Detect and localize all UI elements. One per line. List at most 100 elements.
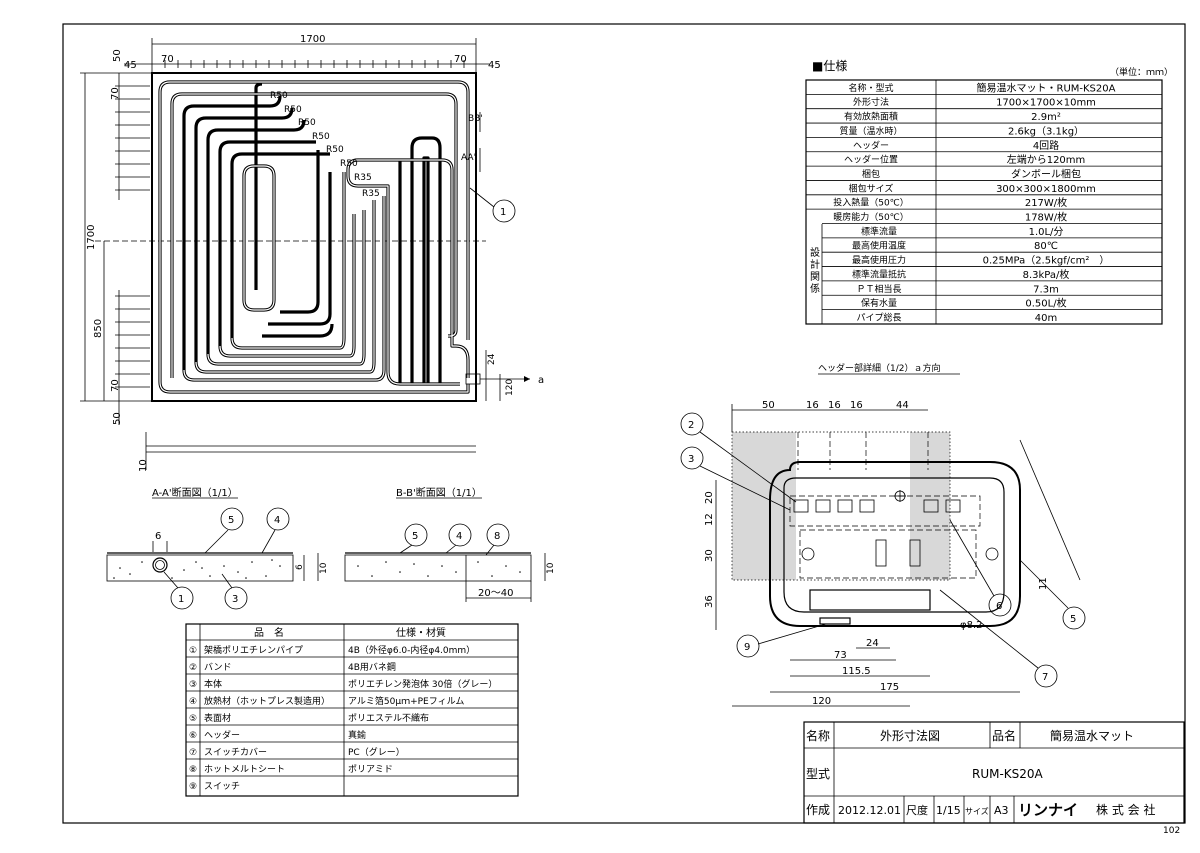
section-aa-title: A-A'断面図（1/1） [152, 486, 238, 499]
spec-value: 7.3m [1033, 284, 1059, 295]
section-bb: B-B'断面図（1/1） 10 20～40 5 4 8 [344, 486, 556, 602]
part-name: スイッチカバー [204, 747, 267, 758]
dim-header-offset: 24 [487, 353, 497, 365]
spec-value: 300×300×1800mm [996, 184, 1096, 195]
dim-margin-bottom: 50 [112, 412, 123, 425]
dim-half-height: 850 [93, 319, 104, 338]
header-detail-title: ヘッダー部詳細（1/2）ａ方向 [818, 362, 941, 374]
part-material: ポリエチレン発泡体 30倍（グレー） [348, 678, 497, 690]
spec-label: 標準流量 [861, 225, 897, 237]
hd-dim-top-5: 44 [896, 400, 909, 411]
hd-dim-left-4: 36 [704, 595, 715, 608]
spec-label: 名称・型式 [848, 82, 893, 94]
hd-dim-bottom-5: 120 [812, 696, 831, 707]
spec-label: 保有水量 [861, 297, 897, 309]
part-material: アルミ箔50μｍ+PEフィルム [348, 695, 464, 707]
pipe-section [152, 557, 168, 573]
hd-callout-7: 7 [1042, 672, 1048, 683]
hd-callout-2: 2 [688, 420, 694, 431]
spec-value: 2.6kg（3.1kg） [1008, 125, 1084, 137]
spec-value: 0.50L/枚 [1025, 297, 1066, 310]
spec-label: ＰＴ相当長 [856, 283, 901, 295]
spec-label: 有効放熱面積 [844, 111, 898, 123]
aa-dim-pipe: 6 [155, 531, 161, 542]
hd-callout-5: 5 [1070, 614, 1076, 625]
drawing-border [62, 23, 1186, 824]
part-material: PC（グレー） [348, 746, 405, 758]
spec-heading: ■仕様 [812, 59, 847, 73]
spec-value: 4回路 [1033, 139, 1059, 152]
part-material: ポリエステル不織布 [348, 712, 429, 724]
part-number: ⑥ [189, 731, 197, 741]
hd-dim-top-1: 50 [762, 400, 775, 411]
spec-unit: （単位：ｍｍ） [1110, 66, 1173, 78]
spec-label: 最高使用温度 [852, 240, 906, 252]
section-aa: A-A'断面図（1/1） 6 6 10 5 4 1 3 [106, 486, 329, 610]
dim-pitch-top-right: 70 [454, 54, 467, 65]
title-model: RUM-KS20A [972, 767, 1044, 781]
aa-callout-3: 3 [232, 594, 238, 605]
title-scale: 1/15 [936, 804, 961, 817]
part-material: 4B用バネ鋼 [348, 661, 396, 673]
hd-dim-left-2: 12 [704, 513, 715, 526]
dim-header-height: 120 [505, 379, 515, 396]
part-name: 架橋ポリエチレンパイプ [204, 644, 303, 656]
hd-dim-top-2: 16 [806, 400, 819, 411]
spec-value: ダンボール梱包 [1011, 167, 1081, 180]
header-detail: ヘッダー部詳細（1/2）ａ方向 50 16 1 [680, 362, 1086, 707]
spec-label: パイプ総長 [856, 311, 901, 323]
hd-dim-top-3: 16 [828, 400, 841, 411]
spec-group-label: 設計関係 [810, 246, 820, 295]
spec-label: 質量（温水時） [839, 125, 902, 137]
section-mark-bb: BB' [468, 114, 483, 124]
part-name: 本体 [204, 678, 222, 690]
dim-side-left: 45 [124, 60, 137, 71]
spec-value: 8.3kPa/枚 [1023, 268, 1070, 281]
spec-value: 簡易温水マット・RUM-KS20A [977, 81, 1116, 94]
title-model-label: 型式 [806, 767, 830, 781]
title-size: A3 [994, 804, 1009, 817]
bb-callout-4: 4 [456, 531, 462, 542]
spec-value: 217W/枚 [1025, 196, 1067, 209]
header-bar [789, 495, 981, 527]
bb-dim-overlap: 20～40 [478, 588, 513, 599]
foam-right [910, 432, 950, 580]
spec-label: 最高使用圧力 [852, 254, 906, 266]
mat-plan-view: 1700 45 70 70 45 1700 850 50 50 7 [80, 34, 544, 472]
hd-dim-left-1: 20 [704, 491, 715, 504]
section-bb-title: B-B'断面図（1/1） [396, 486, 482, 499]
part-name: ホットメルトシート [204, 764, 285, 775]
section-mark-aa: AA' [461, 153, 476, 163]
part-name: バンド [204, 662, 231, 673]
spec-label: ヘッダー [853, 139, 889, 151]
part-number: ② [189, 663, 197, 673]
switch-window [809, 589, 931, 611]
part-number: ④ [189, 697, 197, 707]
title-product-name: 簡易温水マット [1050, 728, 1134, 743]
spec-label: 梱包 [862, 168, 880, 180]
title-product-label: 品名 [992, 728, 1016, 743]
aa-callout-4: 4 [274, 515, 280, 526]
title-created-label: 作成 [806, 803, 830, 817]
bend-label-3: R50 [298, 118, 316, 128]
aa-dim-total: 10 [319, 562, 329, 574]
company-suffix: 株 式 会 社 [1096, 802, 1155, 817]
hd-dim-bottom-1: 24 [866, 638, 879, 649]
spec-value: 2.9m² [1031, 112, 1061, 123]
spec-value: 1700×1700×10mm [996, 98, 1096, 109]
title-name-label: 名称 [806, 728, 830, 743]
part-name: 表面材 [204, 712, 231, 724]
part-material: ポリアミド [348, 764, 393, 775]
part-number: ③ [189, 680, 197, 690]
bend-label-6: R50 [340, 159, 358, 169]
hd-dim-bottom-3: 115.5 [842, 666, 871, 677]
left-pitch-ticks [115, 85, 150, 388]
part-name: 放熱材（ホットプレス製造用） [204, 695, 330, 707]
bb-dim-total: 10 [546, 562, 556, 574]
foam-left [732, 432, 796, 580]
sheet-number: 102 [1163, 826, 1180, 836]
bb-callout-5: 5 [412, 531, 418, 542]
